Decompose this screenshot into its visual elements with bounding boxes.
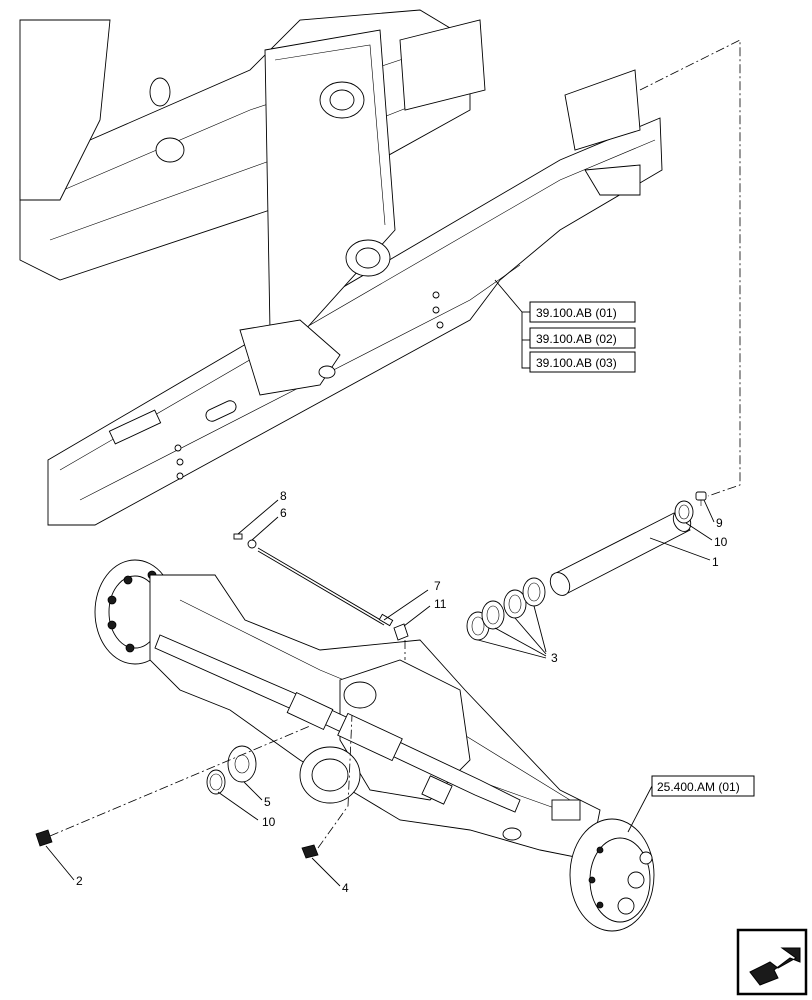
callout-5: 5 [264, 795, 271, 809]
callout-11: 11 [434, 597, 447, 611]
washer-part-10-top [674, 500, 694, 524]
assembly-lines [49, 39, 741, 849]
callout-2: 2 [76, 874, 83, 888]
grease-line-part-7 [257, 547, 394, 627]
ring-part-10-bottom [206, 769, 226, 795]
elbow-fitting-part-11 [393, 623, 409, 641]
grease-nipple-part-9 [695, 491, 707, 506]
pivot-pin-part-1 [549, 510, 692, 596]
callout-1: 1 [712, 555, 719, 569]
reference-box-39-100-ab-02[interactable]: 39.100.AB (02) [529, 327, 636, 349]
callout-6: 6 [280, 506, 287, 520]
fitting-part-6-8 [233, 533, 257, 549]
next-page-arrow-icon[interactable] [736, 928, 808, 996]
plug-part-4 [301, 844, 319, 859]
fitting-part-2 [35, 829, 53, 847]
callout-7: 7 [434, 579, 441, 593]
reference-box-39-100-ab-01[interactable]: 39.100.AB (01) [529, 301, 636, 323]
shim-washers-part-3 [466, 577, 546, 641]
leader-lines [45, 279, 715, 887]
axle-assembly [94, 559, 655, 932]
callout-10-top: 10 [714, 535, 728, 549]
svg-text:25.400.AM (01): 25.400.AM (01) [657, 780, 740, 794]
callout-10-bottom: 10 [262, 815, 276, 829]
reference-box-25-400-am-01[interactable]: 25.400.AM (01) [651, 775, 755, 797]
svg-text:39.100.AB (01): 39.100.AB (01) [536, 306, 617, 320]
chassis-frame [19, 9, 663, 526]
callout-9: 9 [716, 516, 723, 530]
svg-text:39.100.AB (02): 39.100.AB (02) [536, 332, 617, 346]
washer-part-5 [227, 745, 257, 783]
callout-8: 8 [280, 489, 287, 503]
reference-box-39-100-ab-03[interactable]: 39.100.AB (03) [529, 351, 636, 373]
callout-4: 4 [342, 881, 349, 895]
callout-3: 3 [551, 651, 558, 665]
svg-text:39.100.AB (03): 39.100.AB (03) [536, 356, 617, 370]
